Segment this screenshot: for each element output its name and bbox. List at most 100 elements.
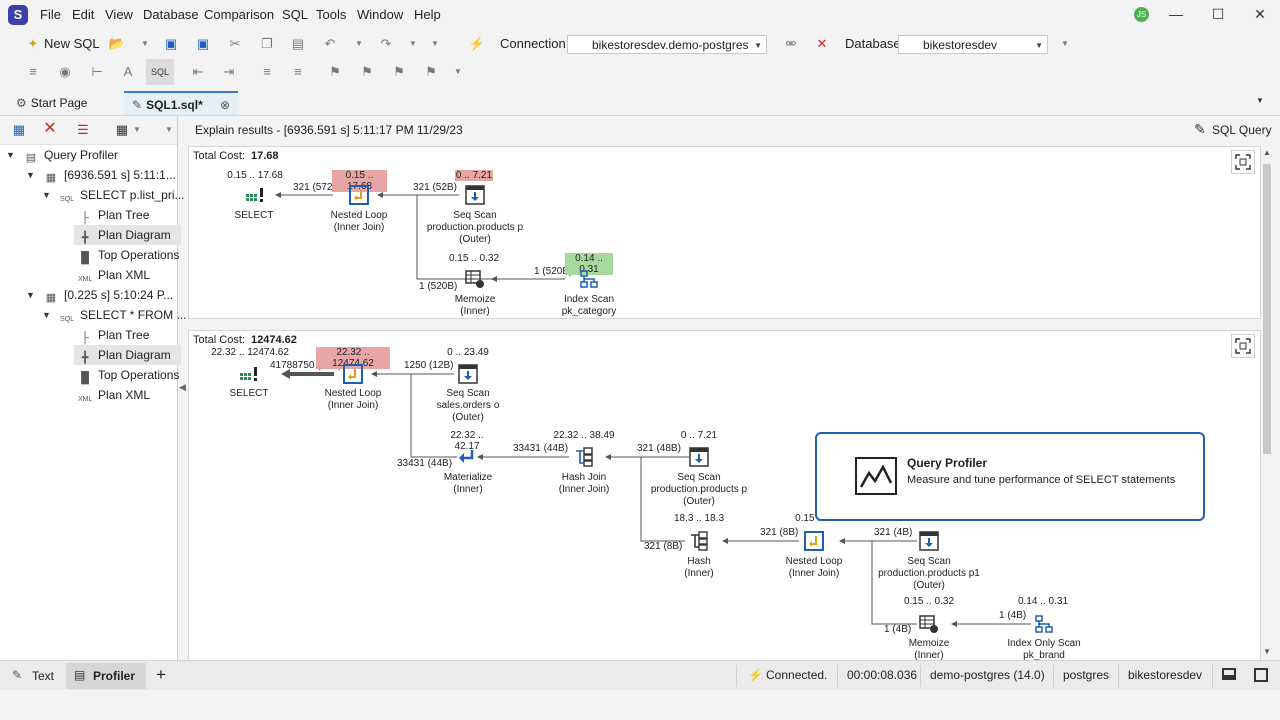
- chevron-down-icon[interactable]: ▼: [42, 310, 51, 320]
- profiler-view-tab[interactable]: ▤ Profiler: [66, 663, 146, 689]
- scrollbar-thumb[interactable]: [1263, 164, 1271, 454]
- tree-plan-diagram-2[interactable]: ╋Plan Diagram: [74, 345, 181, 365]
- seq-scan-icon[interactable]: [919, 531, 939, 551]
- tree-plan-diagram-1[interactable]: ╋Plan Diagram: [74, 225, 181, 245]
- nested-loop-icon[interactable]: [349, 185, 369, 205]
- menu-window[interactable]: Window: [357, 7, 404, 22]
- sql-mode-button[interactable]: SQL: [146, 59, 174, 85]
- case-icon[interactable]: A: [123, 64, 133, 79]
- redo-icon[interactable]: ↷: [380, 36, 392, 51]
- database-select[interactable]: bikestoresdev ▼: [898, 35, 1048, 54]
- plug-icon[interactable]: ⚮: [785, 36, 797, 51]
- scroll-up-icon[interactable]: ▲: [1263, 148, 1271, 157]
- copy-icon[interactable]: ❐: [261, 36, 273, 51]
- uncomment-icon[interactable]: ≡: [294, 64, 302, 79]
- new-session-icon[interactable]: ▦: [12, 122, 26, 137]
- nested-loop-icon[interactable]: [804, 531, 824, 551]
- hash-join-icon[interactable]: [574, 447, 594, 467]
- text-view-tab[interactable]: ✎ Text: [2, 663, 64, 689]
- menu-tools[interactable]: Tools: [316, 7, 347, 22]
- connection-select[interactable]: bikestoresdev.demo-postgres ▼: [567, 35, 767, 54]
- chevron-down-icon[interactable]: ▼: [1061, 39, 1069, 48]
- next-bookmark-icon[interactable]: ⚑: [393, 64, 405, 79]
- compare-icon[interactable]: ☰: [77, 122, 89, 137]
- seq-scan-icon[interactable]: [465, 185, 485, 205]
- tree-top-operations-1[interactable]: █Top Operations: [78, 245, 179, 265]
- hash-icon[interactable]: [689, 531, 709, 551]
- menu-help[interactable]: Help: [414, 7, 441, 22]
- format-icon[interactable]: ≡: [29, 64, 37, 79]
- binoculars-icon[interactable]: ◉: [59, 64, 71, 79]
- comment-icon[interactable]: ≡: [263, 64, 271, 79]
- prev-bookmark-icon[interactable]: ⚑: [361, 64, 373, 79]
- menu-comparison[interactable]: Comparison: [204, 7, 275, 22]
- tab-sql1[interactable]: ✎SQL1.sql* ⊗: [124, 91, 238, 115]
- chevron-down-icon[interactable]: ▼: [355, 39, 363, 48]
- select-icon[interactable]: [245, 185, 265, 205]
- chevron-down-icon[interactable]: ▼: [141, 39, 149, 48]
- layout-icon[interactable]: ▦: [115, 122, 129, 137]
- save-all-icon[interactable]: ▣: [196, 36, 210, 51]
- clear-bookmarks-icon[interactable]: ⚑: [425, 64, 437, 79]
- sql-query-button[interactable]: SQL Query: [1212, 123, 1272, 137]
- bookmark-icon[interactable]: ⚑: [329, 64, 341, 79]
- minimize-icon[interactable]: —: [1169, 6, 1183, 22]
- index-scan-icon[interactable]: [1034, 614, 1054, 634]
- maximize-panel-icon[interactable]: [1254, 668, 1268, 682]
- chevron-down-icon[interactable]: ▼: [6, 150, 15, 160]
- indent-icon[interactable]: ⊢: [91, 64, 103, 79]
- chevron-down-icon[interactable]: ▼: [26, 170, 35, 180]
- indent-more-icon[interactable]: ⇥: [223, 64, 235, 79]
- tree-session-2[interactable]: ▼ ▦[0.225 s] 5:10:24 P...: [26, 285, 173, 305]
- close-tab-icon[interactable]: ⊗: [219, 98, 230, 112]
- fit-diagram-button[interactable]: [1231, 150, 1255, 174]
- menu-file[interactable]: File: [40, 7, 61, 22]
- save-icon[interactable]: ▣: [164, 36, 178, 51]
- chevron-down-icon[interactable]: ▼: [1256, 96, 1264, 105]
- tab-start-page[interactable]: ⚙Start Page: [8, 91, 95, 115]
- maximize-icon[interactable]: ☐: [1211, 6, 1225, 22]
- select-icon[interactable]: [239, 364, 259, 384]
- chevron-down-icon[interactable]: ▼: [165, 125, 173, 134]
- chevron-down-icon[interactable]: ▼: [431, 39, 439, 48]
- tree-root-query-profiler[interactable]: ▼ ▤Query Profiler: [6, 145, 118, 165]
- tree-session-1[interactable]: ▼ ▦[6936.591 s] 5:11:1...: [26, 165, 176, 185]
- memoize-icon[interactable]: [919, 614, 939, 634]
- tree-top-operations-2[interactable]: █Top Operations: [78, 365, 179, 385]
- chevron-down-icon[interactable]: ▼: [26, 290, 35, 300]
- menu-database[interactable]: Database: [143, 7, 199, 22]
- seq-scan-icon[interactable]: [689, 447, 709, 467]
- tree-plan-tree-1[interactable]: ├Plan Tree: [78, 205, 149, 225]
- toggle-results-icon[interactable]: [1222, 668, 1236, 680]
- open-icon[interactable]: 📂: [108, 36, 126, 51]
- nested-loop-icon[interactable]: [343, 364, 363, 384]
- chevron-down-icon[interactable]: ▼: [409, 39, 417, 48]
- index-scan-icon[interactable]: [579, 269, 599, 289]
- chevron-down-icon[interactable]: ▼: [42, 190, 51, 200]
- collapse-panel-icon[interactable]: ◀: [179, 382, 186, 392]
- add-tab-button[interactable]: +: [156, 665, 166, 684]
- chevron-down-icon[interactable]: ▼: [133, 125, 141, 134]
- undo-icon[interactable]: ↶: [324, 36, 336, 51]
- outdent-icon[interactable]: ⇤: [192, 64, 204, 79]
- chevron-down-icon[interactable]: ▼: [454, 67, 462, 76]
- user-avatar[interactable]: JS: [1134, 7, 1149, 22]
- close-icon[interactable]: ✕: [1254, 6, 1266, 22]
- menu-edit[interactable]: Edit: [72, 7, 95, 22]
- scroll-down-icon[interactable]: ▼: [1263, 647, 1271, 656]
- materialize-icon[interactable]: [457, 447, 477, 467]
- memoize-icon[interactable]: [465, 269, 485, 289]
- paste-icon[interactable]: ▤: [291, 36, 305, 51]
- cut-icon[interactable]: ✂: [229, 36, 241, 51]
- tree-plan-tree-2[interactable]: ├Plan Tree: [78, 325, 149, 345]
- new-sql-button[interactable]: New SQL: [44, 36, 100, 51]
- fit-diagram-button[interactable]: [1231, 334, 1255, 358]
- menu-view[interactable]: View: [105, 7, 133, 22]
- seq-scan-icon[interactable]: [458, 364, 478, 384]
- disconnect-icon[interactable]: ✕: [816, 36, 828, 51]
- delete-icon[interactable]: ✕: [43, 120, 57, 137]
